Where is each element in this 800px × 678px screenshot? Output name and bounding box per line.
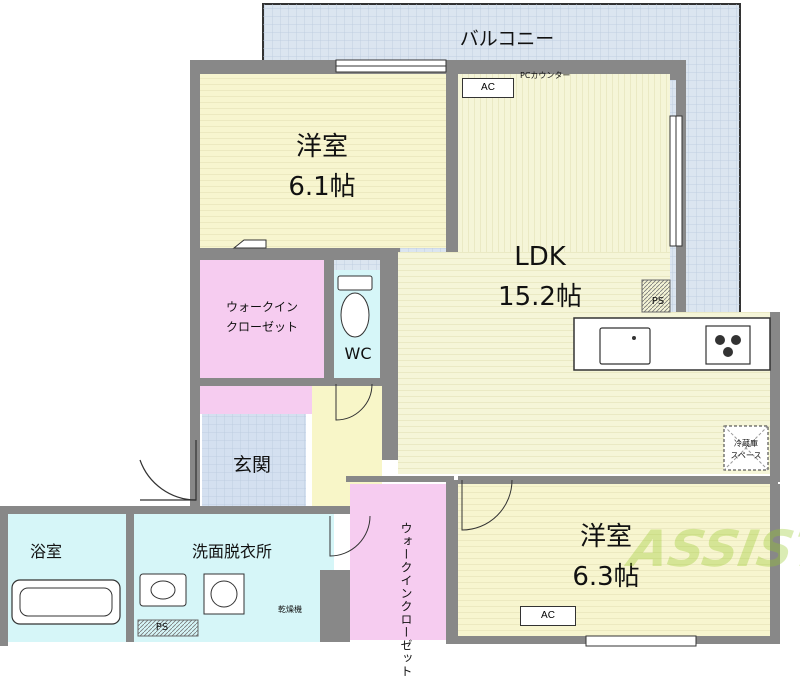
balcony-label: バルコニー (459, 28, 555, 50)
ac-unit-2: AC (520, 606, 576, 626)
door-sliding-closet (232, 239, 267, 249)
pc-counter-label: PCカウンター (520, 71, 571, 80)
walkin-closet-1-line1: ウォークイン (225, 300, 299, 314)
western-room-1-size: 6.1帖 (288, 172, 356, 202)
western-room-2-name: 洋室 (579, 522, 633, 552)
ps-label-2: PS (155, 622, 169, 633)
dryer-label: 乾燥機 (278, 605, 302, 614)
walkin-closet-1-area (200, 260, 324, 378)
washbasin (139, 573, 187, 607)
fridge-space-line1: 冷蔵庫 (734, 439, 758, 448)
walkin-closet-1-line2: クローゼット (225, 320, 299, 334)
ldk-size: 15.2帖 (498, 282, 582, 312)
window-bottom (585, 635, 697, 647)
washroom-label: 洗面脱衣所 (191, 542, 273, 561)
bathroom-label: 浴室 (29, 542, 63, 561)
toilet-bowl (340, 292, 370, 338)
watermark-logo: ASSIST (624, 520, 800, 578)
door-wc (335, 383, 373, 421)
fridge-space-line2: スペース (730, 451, 762, 460)
door-room-2 (461, 479, 513, 531)
ps-label-1: PS (651, 296, 665, 307)
wc-label: WC (344, 344, 372, 363)
pipe-shaft-1 (641, 279, 671, 313)
ldk-name: LDK (514, 242, 566, 272)
western-room-1-name: 洋室 (295, 132, 349, 162)
entrance-label: 玄関 (232, 454, 272, 476)
washing-machine (203, 573, 245, 615)
toilet-tank (337, 275, 373, 291)
western-room-2-size: 6.3帖 (572, 562, 640, 592)
pipe-shaft-2 (137, 619, 199, 637)
stove (705, 325, 751, 365)
entrance-door (139, 440, 197, 501)
floor-plan (0, 3, 780, 647)
walkin-closet-2-area (350, 484, 446, 640)
bathtub (11, 579, 121, 625)
door-washroom (329, 515, 371, 557)
walkin-closet-2-label: ウォークインクローゼット (399, 522, 413, 678)
ac-unit-1: AC (462, 78, 514, 98)
sink (599, 327, 651, 365)
